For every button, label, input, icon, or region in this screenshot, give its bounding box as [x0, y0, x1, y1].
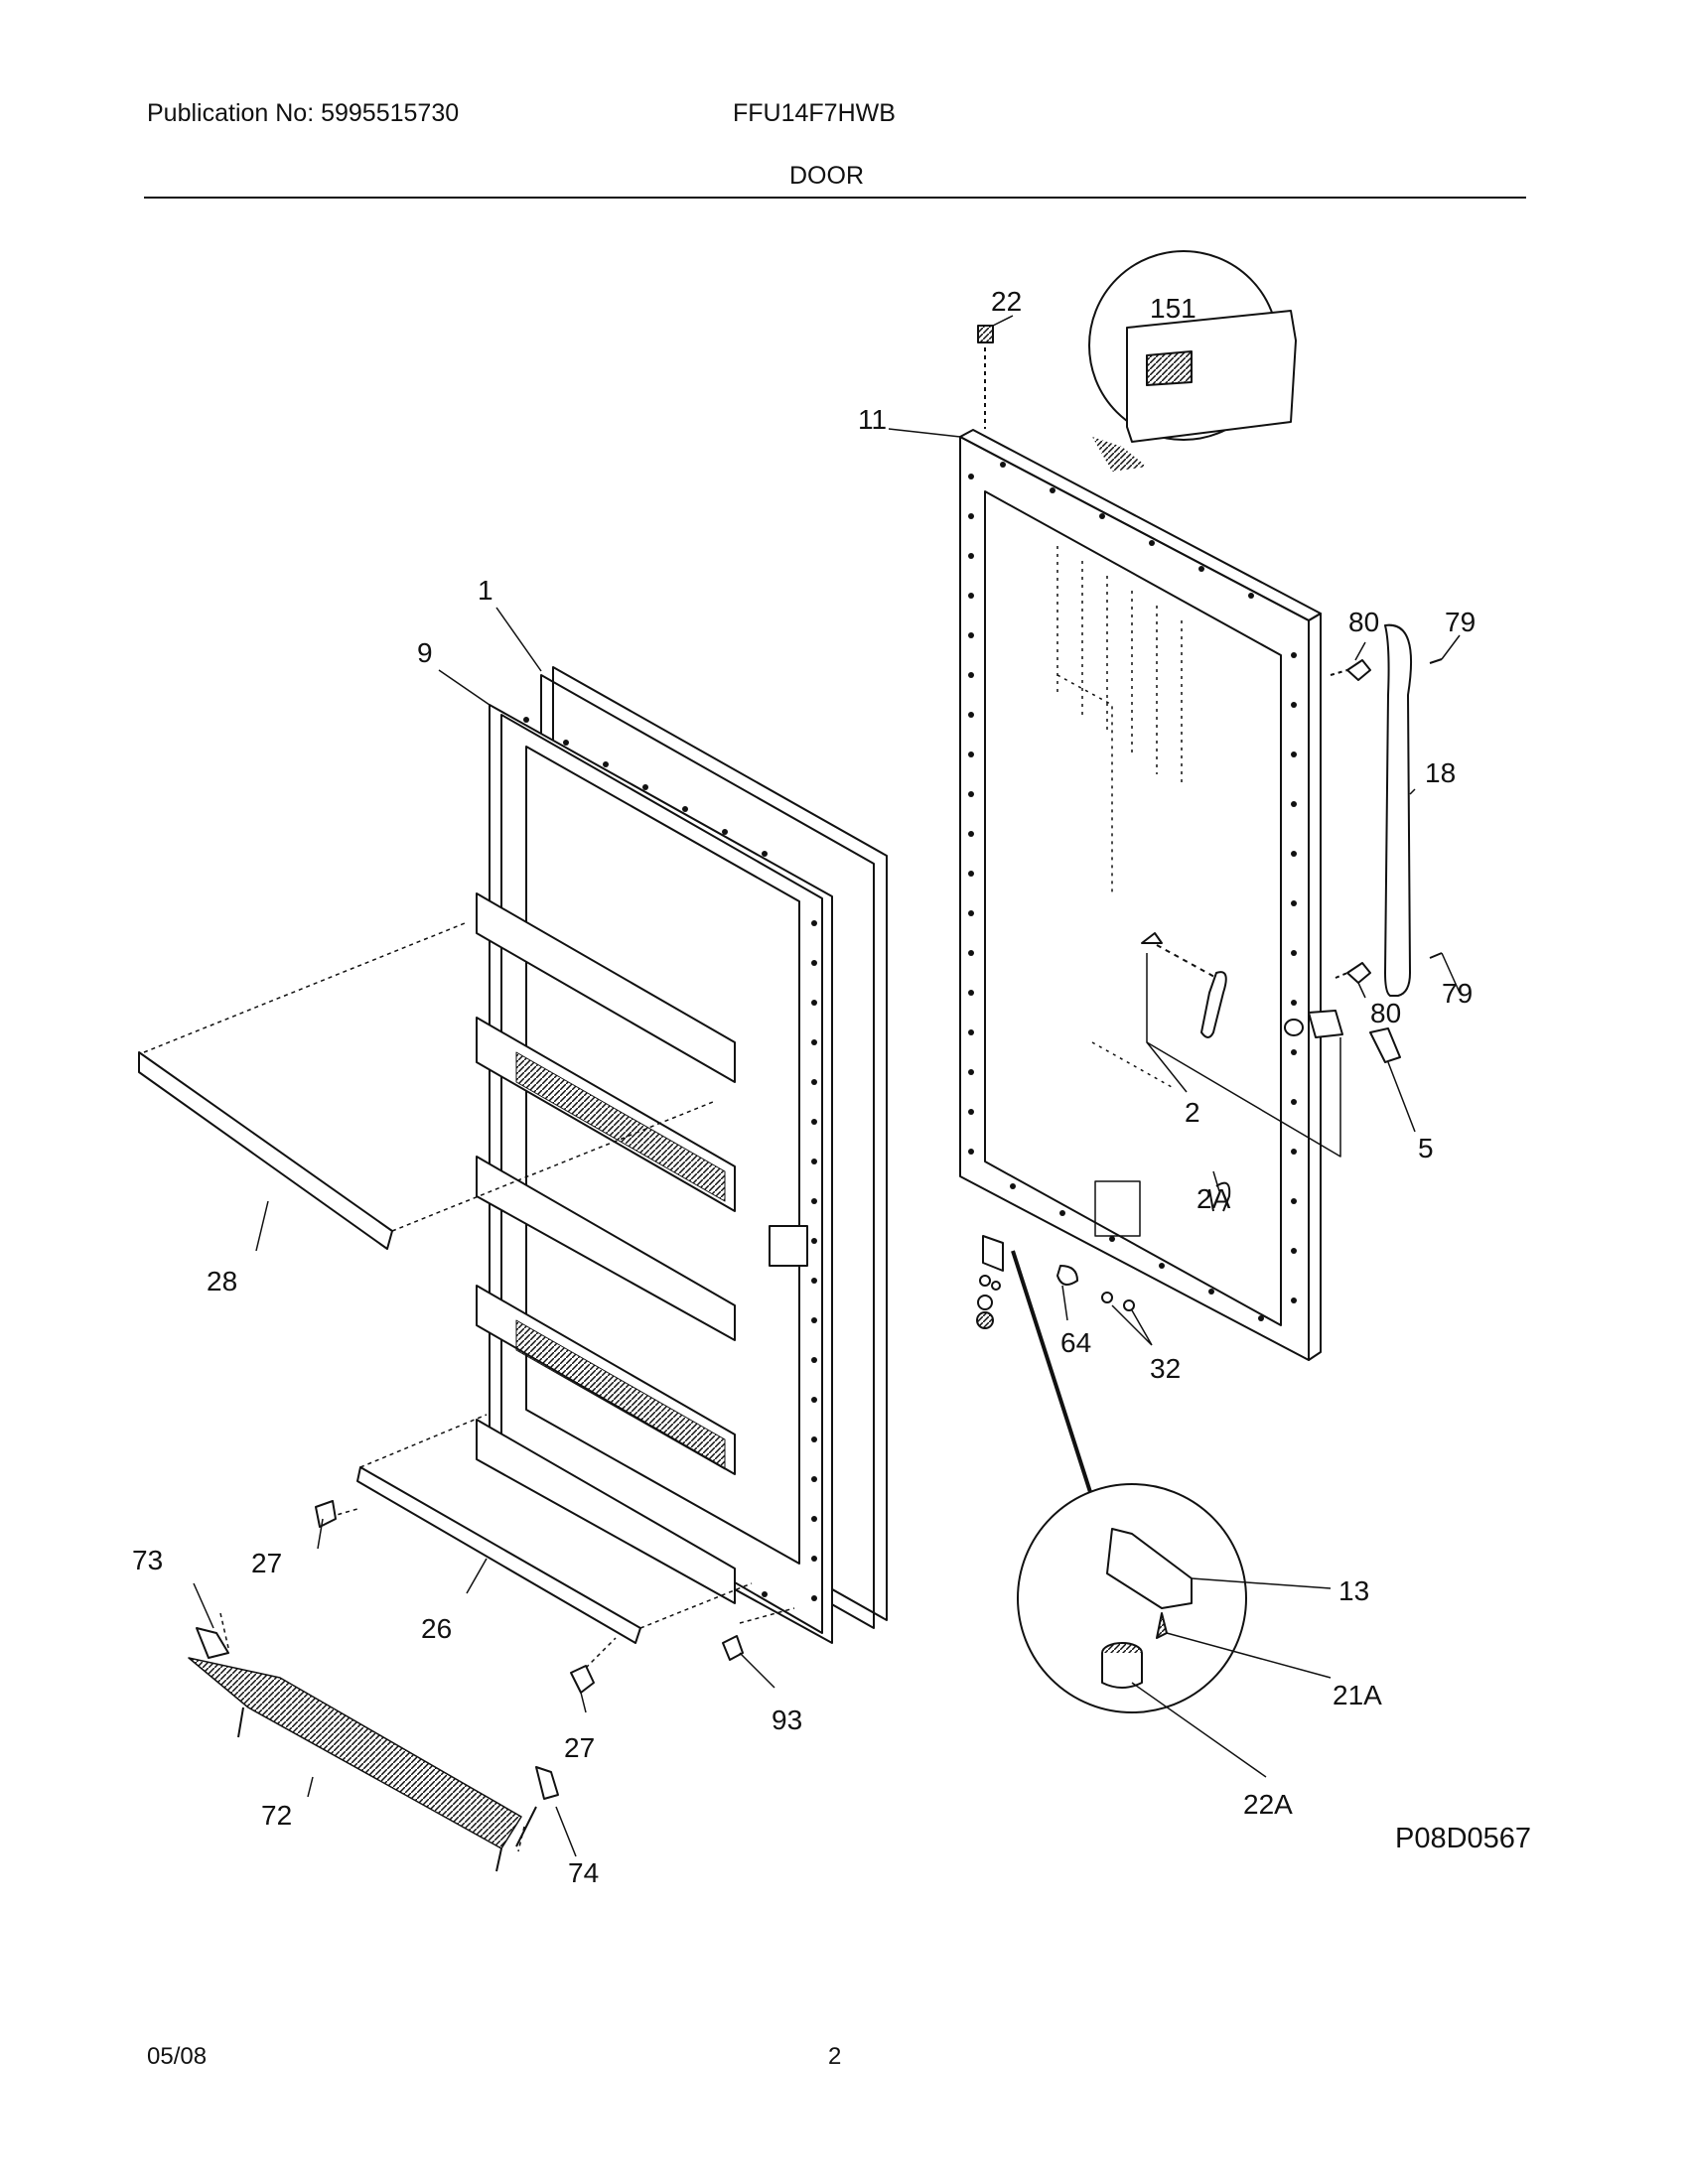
callout-labels: 1 9 11 22 151 80 79 18 80 79 2 5 2A 28 6…: [132, 286, 1476, 1888]
footer-date: 05/08: [147, 2043, 208, 2070]
inner-door-liner: [476, 666, 888, 1644]
callout: 28: [207, 1266, 237, 1297]
door-handle: [1384, 623, 1412, 997]
callout: 79: [1442, 978, 1473, 1009]
section-title: DOOR: [789, 162, 864, 190]
callout: 13: [1338, 1575, 1369, 1606]
callout: 5: [1418, 1133, 1434, 1163]
header-rule: [144, 197, 1526, 199]
callout: 21A: [1333, 1680, 1382, 1710]
callout: 1: [478, 575, 493, 606]
callout: 2: [1185, 1097, 1200, 1128]
callout: 74: [568, 1857, 599, 1888]
callout: 27: [564, 1732, 595, 1763]
callout: 73: [132, 1545, 163, 1575]
callout: 80: [1370, 998, 1401, 1028]
callout: 2A: [1196, 1183, 1231, 1214]
callout: 72: [261, 1800, 292, 1831]
page-number: 2: [828, 2043, 842, 2070]
callout: 18: [1425, 757, 1456, 788]
callout: 22: [991, 286, 1022, 317]
callout: 27: [251, 1548, 282, 1578]
callout: 64: [1060, 1327, 1091, 1358]
callout: 93: [772, 1705, 802, 1735]
callout: 26: [421, 1613, 452, 1644]
callout: 9: [417, 637, 433, 668]
callout: 32: [1150, 1353, 1181, 1384]
callout: 79: [1445, 607, 1476, 637]
callout: 11: [858, 404, 887, 435]
outer-door-panel: [959, 429, 1322, 1361]
callout: 22A: [1243, 1789, 1293, 1820]
publication-number: Publication No: 5995515730: [147, 99, 460, 127]
callout: 80: [1348, 607, 1379, 637]
drawing-code: P08D0567: [1395, 1823, 1532, 1854]
callout: 151: [1150, 293, 1196, 324]
model-number: FFU14F7HWB: [733, 99, 896, 127]
